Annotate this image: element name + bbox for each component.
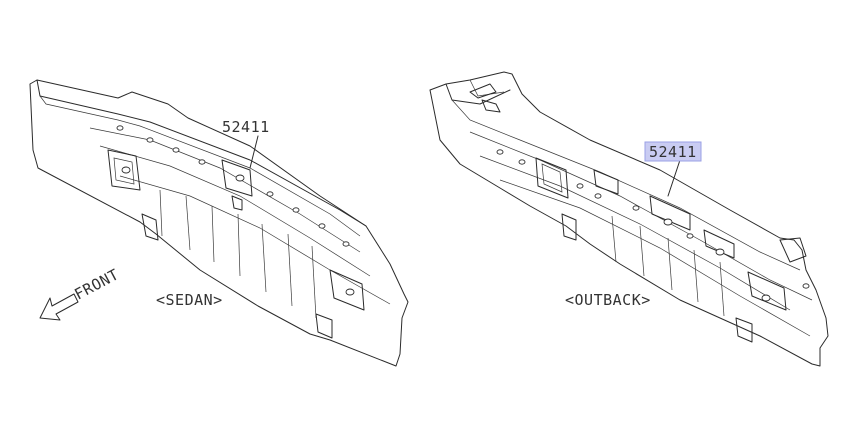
front-direction-label: FRONT (71, 265, 122, 303)
sedan-variant-label: <SEDAN> (156, 291, 223, 309)
outback-part-number-highlight (644, 141, 702, 162)
outback-variant-label: <OUTBACK> (565, 291, 651, 309)
sedan-rear-panel-drawing (29, 79, 409, 367)
outback-part-number-label[interactable]: 52411 (649, 143, 697, 161)
sedan-part-number-label[interactable]: 52411 (222, 118, 270, 136)
front-direction-indicator: FRONT (39, 265, 122, 321)
outback-rear-panel-drawing (429, 71, 829, 367)
front-arrow-icon (39, 293, 79, 321)
